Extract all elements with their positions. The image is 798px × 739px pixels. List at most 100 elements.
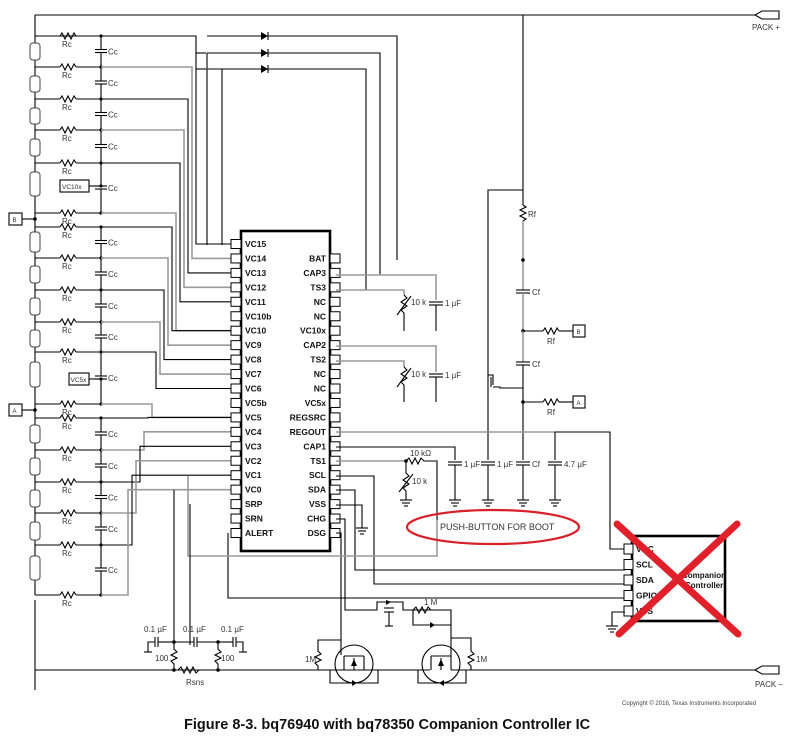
pin-label: VC15 bbox=[245, 239, 267, 249]
pin bbox=[623, 605, 634, 617]
pin-label: SCL bbox=[636, 560, 653, 570]
battery-cell-icon bbox=[29, 171, 41, 197]
pin-label: VC11 bbox=[245, 297, 266, 307]
figure-title: Figure 8-3. bq76940 with bq78350 Compani… bbox=[184, 717, 591, 733]
pin-label: VC3 bbox=[245, 441, 262, 451]
pin-label: NC bbox=[314, 297, 326, 307]
rc-label: Rc bbox=[62, 408, 72, 417]
svg-text:1 µF: 1 µF bbox=[464, 460, 480, 469]
svg-text:4.7 µF: 4.7 µF bbox=[564, 460, 587, 469]
svg-text:0.1 µF: 0.1 µF bbox=[144, 625, 167, 634]
pin bbox=[329, 412, 341, 423]
cc-label: Cc bbox=[108, 525, 118, 534]
pin bbox=[329, 296, 341, 307]
battery-cell-icon bbox=[29, 329, 41, 348]
pin bbox=[230, 340, 242, 351]
pack-plus-label: PACK + bbox=[752, 23, 780, 32]
svg-text:B: B bbox=[13, 218, 17, 224]
pin-label: VC10x bbox=[300, 326, 326, 336]
cc-label: Cc bbox=[108, 302, 118, 311]
push-button-annotation[interactable]: PUSH-BUTTON FOR BOOT bbox=[405, 508, 581, 546]
pin-label: VC6 bbox=[245, 384, 262, 394]
cc-label: Cc bbox=[108, 430, 118, 439]
pin-label: VC12 bbox=[245, 282, 267, 292]
svg-text:0.1 µF: 0.1 µF bbox=[221, 625, 244, 634]
resistor-icon bbox=[59, 158, 77, 168]
svg-text:Cf: Cf bbox=[532, 360, 541, 369]
svg-text:1 µF: 1 µF bbox=[445, 371, 461, 380]
resistor-icon bbox=[59, 508, 77, 518]
pin-label: SRN bbox=[245, 514, 263, 524]
resistor-icon bbox=[59, 317, 77, 327]
pin bbox=[329, 267, 341, 278]
pin bbox=[230, 296, 242, 307]
control-lines bbox=[173, 475, 625, 645]
svg-text:Cf: Cf bbox=[532, 460, 541, 469]
pin bbox=[623, 543, 634, 555]
rc-label: Rc bbox=[62, 294, 72, 303]
pin-label: VC10b bbox=[245, 311, 271, 321]
battery-cell-icon bbox=[29, 265, 41, 284]
cc-label: Cc bbox=[108, 111, 118, 120]
svg-text:100: 100 bbox=[221, 654, 235, 663]
svg-text:B: B bbox=[577, 330, 581, 336]
svg-text:1M: 1M bbox=[476, 655, 487, 664]
rc-label: Rc bbox=[62, 167, 72, 176]
pin bbox=[329, 253, 341, 264]
rc-label: Rc bbox=[62, 549, 72, 558]
pin-label: CAP2 bbox=[303, 340, 326, 350]
pin bbox=[329, 499, 341, 510]
resistor-icon bbox=[59, 477, 77, 487]
pin bbox=[230, 426, 242, 437]
pin-label: VC5b bbox=[245, 398, 267, 408]
resistor-icon bbox=[59, 222, 77, 232]
svg-text:VC10x: VC10x bbox=[62, 184, 82, 191]
diode-icon bbox=[261, 32, 268, 40]
svg-text:A: A bbox=[13, 409, 17, 415]
pin bbox=[329, 282, 341, 293]
top-diodes bbox=[35, 32, 398, 290]
pin bbox=[329, 441, 341, 452]
pin-label: VC14 bbox=[245, 253, 267, 263]
svg-text:0.1 µF: 0.1 µF bbox=[183, 625, 206, 634]
svg-text:A: A bbox=[577, 401, 581, 407]
pin-label: TS3 bbox=[310, 282, 326, 292]
battery-cell-icon bbox=[29, 138, 41, 157]
pin bbox=[230, 513, 242, 524]
svg-text:PACK –: PACK – bbox=[755, 680, 783, 689]
rc-label: Rc bbox=[62, 71, 72, 80]
battery-cell-icon bbox=[29, 424, 41, 444]
pin bbox=[230, 441, 242, 452]
svg-text:10 k: 10 k bbox=[412, 477, 428, 486]
pin bbox=[329, 311, 341, 322]
pin bbox=[230, 267, 242, 278]
pin bbox=[230, 253, 242, 264]
pin bbox=[230, 499, 242, 510]
pin bbox=[329, 369, 341, 380]
pin-label: VC0 bbox=[245, 485, 262, 495]
pack-plus-rail: PACK + bbox=[34, 10, 780, 190]
battery-cell-icon bbox=[29, 42, 41, 61]
pin-label: REGSRC bbox=[290, 412, 326, 422]
pin bbox=[230, 354, 242, 365]
svg-text:1 M: 1 M bbox=[424, 598, 438, 607]
pin bbox=[329, 354, 341, 365]
pin bbox=[623, 574, 634, 586]
pin bbox=[230, 383, 242, 394]
cc-label: Cc bbox=[108, 462, 118, 471]
battery-cell-icon bbox=[29, 521, 41, 541]
pin bbox=[329, 383, 341, 394]
resistor-icon bbox=[59, 208, 77, 218]
rc-label: Rc bbox=[62, 422, 72, 431]
pin-label: ALERT bbox=[245, 528, 274, 538]
pin bbox=[230, 412, 242, 423]
cell-stack bbox=[29, 36, 41, 595]
resistor-icon bbox=[518, 204, 528, 222]
resistor-icon bbox=[59, 590, 77, 600]
rc-label: Rc bbox=[62, 454, 72, 463]
dsg-fet: 1M bbox=[305, 639, 430, 686]
cc-label: Cc bbox=[108, 566, 118, 575]
cc-label: Cc bbox=[108, 374, 118, 383]
pin-label: TS2 bbox=[310, 355, 326, 365]
